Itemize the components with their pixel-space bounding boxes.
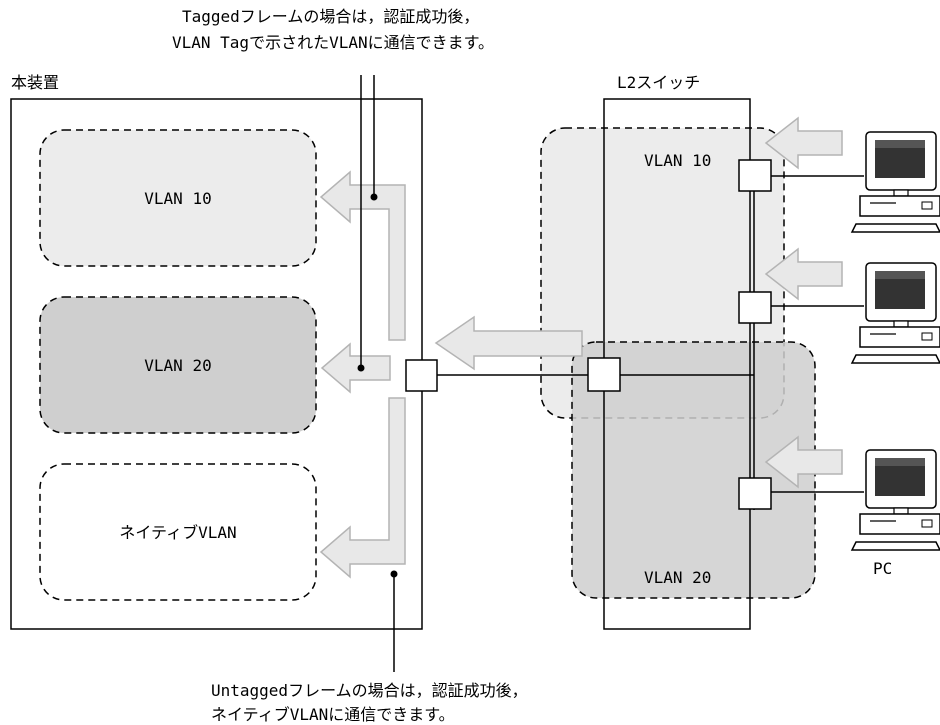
tagged-leader-dot-b — [371, 194, 378, 201]
pc-icon — [852, 450, 940, 552]
device-title: 本装置 — [11, 73, 59, 92]
untagged-annotation-line1: Untaggedフレームの場合は，認証成功後， — [211, 681, 528, 700]
switch-port-pc3 — [739, 478, 771, 509]
device-native-vlan-label: ネイティブVLAN — [119, 523, 236, 542]
switch-uplink-port — [588, 358, 620, 391]
switch-port-pc2 — [739, 292, 771, 323]
switch-vlan20-label: VLAN 20 — [644, 568, 711, 587]
tagged-annotation-line1: Taggedフレームの場合は，認証成功後， — [182, 7, 479, 26]
untagged-leader-dot — [391, 571, 398, 578]
pc-icon — [852, 263, 940, 365]
switch-vlan10-label: VLAN 10 — [644, 151, 711, 170]
switch-port-pc1 — [739, 160, 771, 191]
pc-icon — [852, 132, 940, 234]
switch-title: L2スイッチ — [617, 73, 700, 92]
device-vlan10-label: VLAN 10 — [144, 189, 211, 208]
tagged-leader-dot-a — [358, 365, 365, 372]
untagged-annotation-line2: ネイティブVLANに通信できます。 — [211, 705, 455, 724]
device-port — [406, 360, 437, 391]
tagged-annotation-line2: VLAN Tagで示されたVLANに通信できます。 — [172, 33, 494, 52]
pc-label: PC — [873, 559, 892, 578]
device-vlan20-label: VLAN 20 — [144, 356, 211, 375]
